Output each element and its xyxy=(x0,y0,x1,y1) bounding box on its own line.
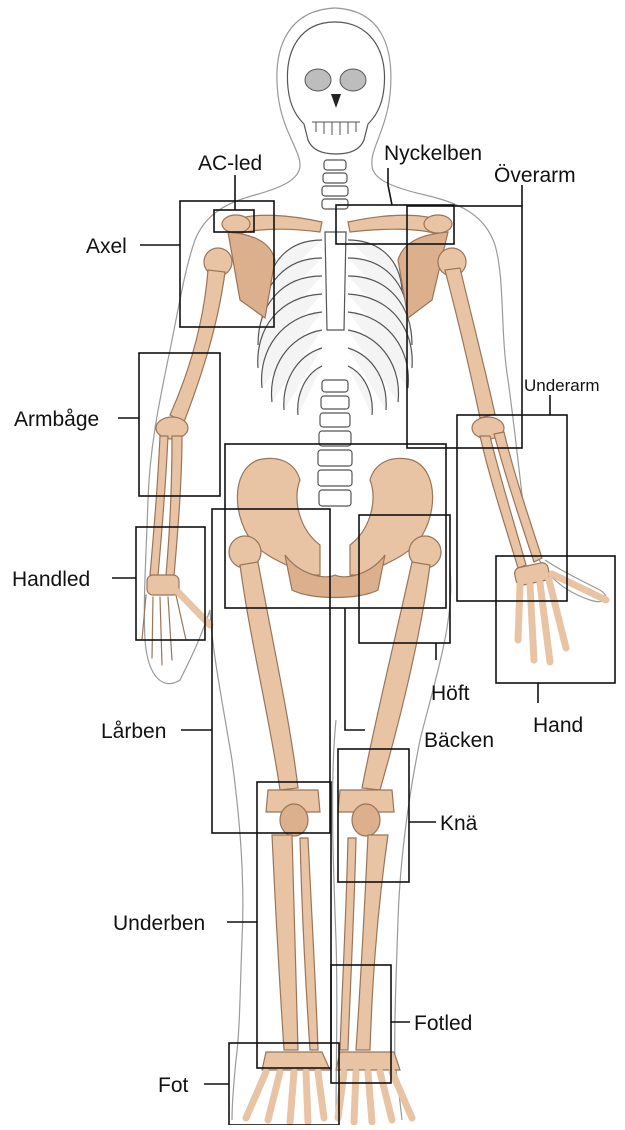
label-elbow: Armbåge xyxy=(14,408,99,431)
spine xyxy=(318,160,352,506)
label-lower-leg: Underben xyxy=(113,912,205,935)
label-pelvis: Bäcken xyxy=(424,729,494,752)
label-knee: Knä xyxy=(440,812,478,835)
label-ac-joint: AC-led xyxy=(198,152,262,175)
label-clavicle: Nyckelben xyxy=(384,142,482,165)
label-hand: Hand xyxy=(533,714,583,737)
label-foot: Fot xyxy=(158,1074,189,1097)
label-shoulder: Axel xyxy=(86,235,127,258)
label-ankle: Fotled xyxy=(414,1012,472,1035)
label-wrist: Handled xyxy=(12,568,90,591)
label-femur: Lårben xyxy=(101,720,166,743)
left-side-arm xyxy=(142,248,232,665)
label-forearm: Underarm xyxy=(524,376,600,395)
label-hip: Höft xyxy=(431,682,470,705)
label-upper-arm: Överarm xyxy=(494,164,576,187)
skull xyxy=(287,22,384,154)
